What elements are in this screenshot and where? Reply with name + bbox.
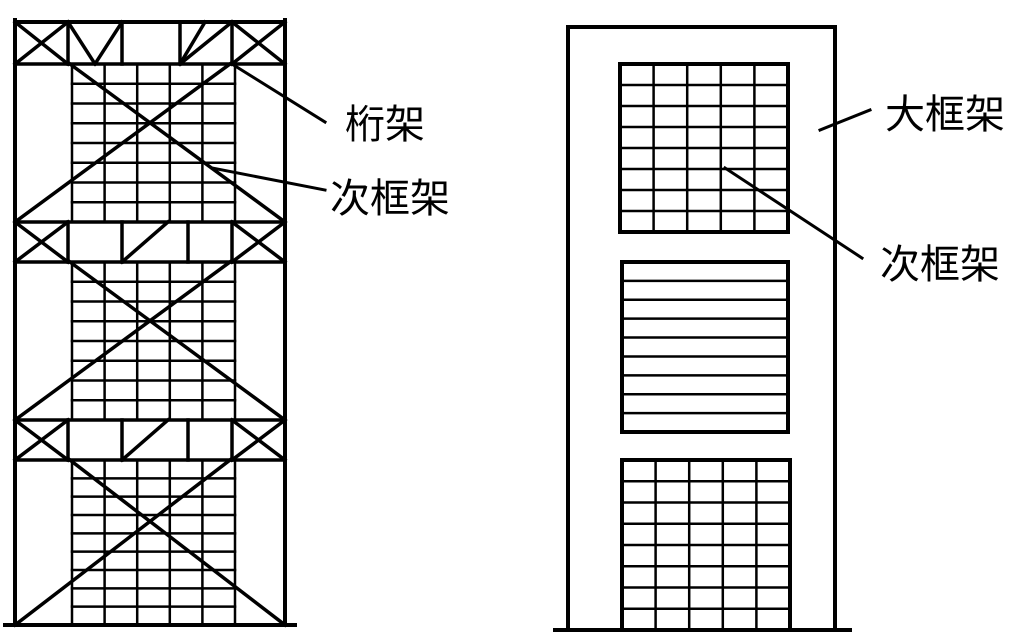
leader-truss bbox=[229, 61, 328, 125]
right-elevation bbox=[553, 25, 852, 632]
right-secondary-frame-middle bbox=[620, 260, 790, 434]
truss-band-top bbox=[12, 19, 288, 67]
label-secondary-frame-right: 次框架 bbox=[880, 242, 1000, 288]
label-secondary-frame-left: 次框架 bbox=[330, 176, 450, 222]
leader-lines bbox=[210, 61, 872, 261]
leader-main-frame bbox=[818, 108, 872, 132]
left-secondary-frame-3 bbox=[70, 458, 237, 627]
leader-secondary-frame-left bbox=[210, 166, 327, 192]
right-secondary-frame-top-grid bbox=[618, 62, 790, 234]
truss-band-middle bbox=[12, 219, 288, 265]
label-truss: 桁架 bbox=[345, 102, 425, 148]
leader-secondary-frame-right bbox=[722, 165, 865, 261]
left-secondary-frame-2 bbox=[70, 260, 237, 422]
truss-band-lower bbox=[12, 417, 288, 463]
left-outer-frame bbox=[3, 18, 297, 627]
right-secondary-frame-bottom-grid bbox=[620, 458, 792, 632]
label-main-frame: 大框架 bbox=[885, 92, 1005, 138]
left-x-braces bbox=[12, 61, 288, 628]
right-main-frame bbox=[553, 25, 852, 632]
right-secondary-frame-middle-floors bbox=[620, 260, 790, 434]
left-secondary-frame-1 bbox=[70, 62, 237, 224]
left-elevation bbox=[3, 18, 297, 628]
